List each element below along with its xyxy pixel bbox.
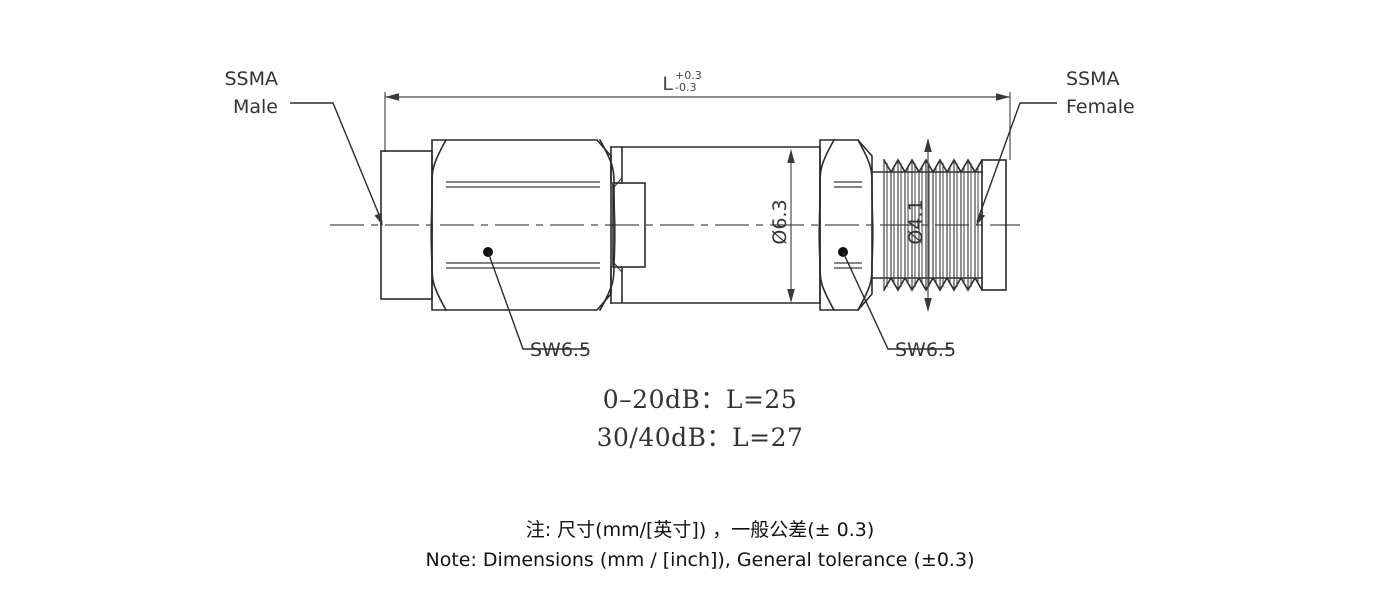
overall-length-symbol: L	[662, 73, 673, 95]
overall-length-label: L +0.3 -0.3	[662, 69, 701, 95]
callout-sw-right-label: SW6.5	[895, 339, 956, 361]
notes-block: 注: 尺寸(mm/[英寸]) ，一般公差(± 0.3) Note: Dimens…	[426, 519, 975, 571]
note-english: Note: Dimensions (mm / [inch]), General …	[426, 549, 975, 571]
body-diameter-dimension: Ø6.3	[769, 149, 795, 303]
overall-length-upper-tolerance: +0.3	[675, 69, 702, 82]
shoulder-step-detail	[612, 147, 646, 303]
callout-ssma-female-line1: SSMA	[1066, 68, 1120, 90]
callout-ssma-male-line1: SSMA	[224, 68, 278, 90]
overall-length-lower-tolerance: -0.3	[675, 81, 696, 94]
overall-length-dimension	[384, 92, 1011, 160]
length-variant-row-1: 0–20dB：L=25	[603, 385, 797, 414]
note-chinese: 注: 尺寸(mm/[英寸]) ，一般公差(± 0.3)	[526, 519, 875, 541]
callout-sw-left: SW6.5	[483, 247, 591, 361]
callout-sw-left-label: SW6.5	[530, 339, 591, 361]
body-diameter-value: Ø6.3	[769, 199, 791, 244]
thread-diameter-dimension: Ø4.1	[905, 138, 932, 312]
callout-ssma-male: SSMA Male	[224, 68, 383, 226]
female-end-collar	[981, 159, 1007, 291]
callout-ssma-female-line2: Female	[1066, 96, 1135, 118]
right-hex-nut	[818, 138, 874, 312]
length-variant-row-2: 30/40dB：L=27	[597, 423, 804, 452]
callout-ssma-female: SSMA Female	[976, 68, 1135, 226]
callout-ssma-male-line2: Male	[233, 96, 278, 118]
left-hex-nut	[430, 138, 623, 312]
thread-diameter-value: Ø4.1	[905, 199, 927, 244]
callout-sw-right: SW6.5	[838, 247, 956, 361]
length-variant-table: 0–20dB：L=25 30/40dB：L=27	[597, 385, 804, 452]
